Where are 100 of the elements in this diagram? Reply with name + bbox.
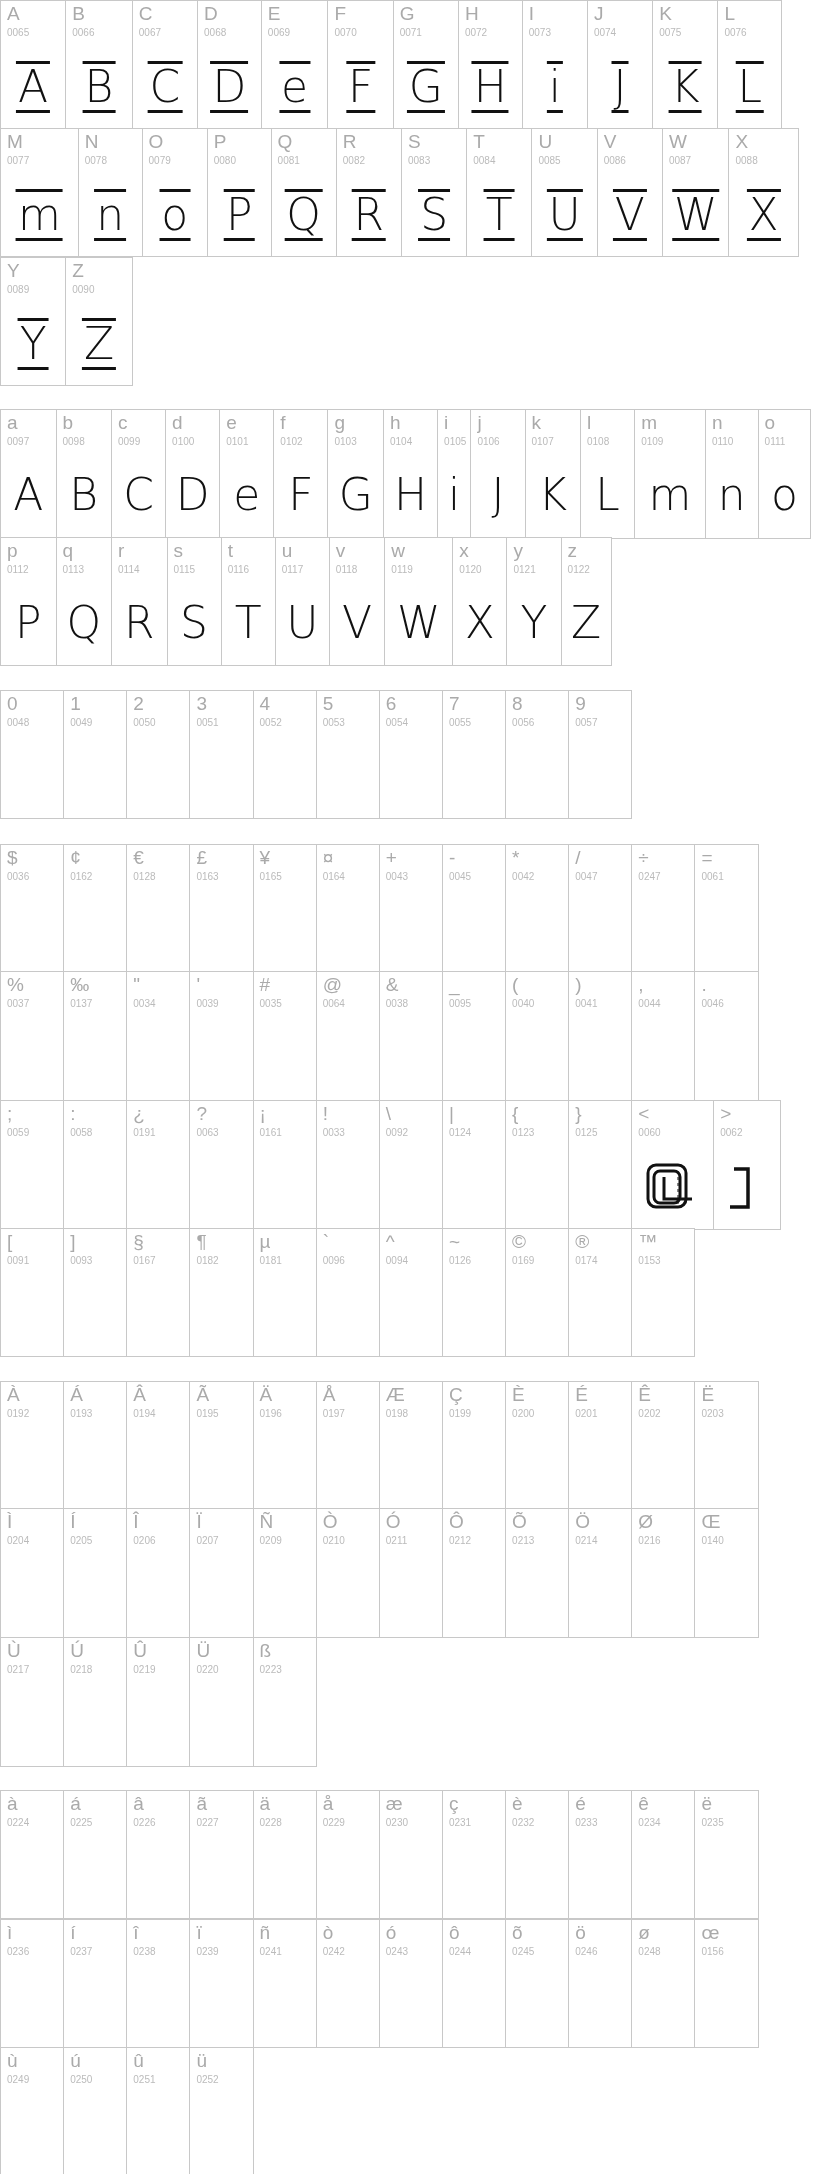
code-number: 0109 (641, 436, 664, 449)
code-number: 0199 (448, 1407, 472, 1420)
character-label: + (385, 846, 397, 869)
character-label: M (7, 130, 23, 153)
character-label: Q (277, 130, 293, 153)
character-label: J (593, 3, 604, 25)
code-number: 0035 (259, 998, 282, 1011)
character-label: \ (385, 1103, 392, 1126)
code-number: 0242 (322, 1946, 345, 1958)
code-number: 0062 (720, 1127, 743, 1140)
code-number: 0048 (7, 716, 30, 729)
code-number: 0223 (259, 1664, 282, 1677)
character-label: 2 (133, 692, 144, 715)
code-number: 0117 (281, 564, 304, 576)
code-number: 0207 (196, 1535, 219, 1548)
code-number: 0182 (196, 1255, 219, 1267)
character-label: 7 (448, 692, 460, 715)
code-number: 0206 (133, 1535, 156, 1548)
glyph-specimen: P (15, 600, 42, 646)
code-number: 0234 (638, 1816, 661, 1829)
character-label: R (342, 130, 357, 153)
character-label: S (408, 130, 421, 153)
glyph-specimen: A (13, 472, 44, 519)
code-number: 0051 (196, 716, 219, 729)
glyph-specimen: V (342, 600, 373, 646)
code-number: 0076 (724, 27, 747, 39)
code-number: 0085 (538, 154, 561, 167)
character-label: < (638, 1103, 650, 1126)
glyph-specimen: e (279, 61, 311, 113)
character-label: æ (385, 1792, 403, 1815)
code-number: 0074 (593, 27, 617, 39)
code-number: 0094 (385, 1255, 409, 1267)
character-label: } (575, 1103, 582, 1126)
code-number: 0039 (196, 998, 219, 1011)
code-number: 0238 (133, 1946, 156, 1958)
character-label: â (133, 1792, 144, 1815)
character-label: ã (196, 1792, 207, 1815)
code-number: 0046 (701, 998, 724, 1011)
character-label: § (133, 1231, 144, 1253)
character-label: Ö (575, 1511, 590, 1534)
code-number: 0090 (72, 283, 95, 296)
character-label: ò (322, 1922, 334, 1944)
code-number: 0042 (512, 870, 535, 883)
character-label: ‰ (70, 974, 90, 997)
glyph-specimen: Q (66, 600, 102, 646)
code-number: 0068 (204, 27, 227, 39)
glyph-specimen: K (538, 472, 568, 519)
code-number: 0087 (668, 154, 692, 167)
character-label: c (118, 412, 128, 435)
character-label: Û (133, 1640, 147, 1663)
character-label: Æ (385, 1383, 405, 1406)
character-label: | (448, 1103, 454, 1126)
code-number: 0210 (322, 1535, 345, 1548)
code-number: 0121 (513, 564, 536, 576)
character-label: & (385, 974, 399, 997)
code-number: 0232 (512, 1816, 535, 1829)
character-label: 4 (259, 692, 271, 715)
glyph-specimen: F (345, 61, 376, 113)
character-label: ! (322, 1103, 328, 1126)
character-label: œ (701, 1922, 720, 1944)
character-label: 3 (196, 692, 207, 715)
code-number: 0078 (84, 154, 107, 167)
character-label: Ò (322, 1511, 338, 1534)
code-number: 0088 (735, 154, 758, 167)
character-label: , (638, 974, 644, 997)
code-number: 0038 (385, 998, 409, 1011)
code-number: 0248 (638, 1946, 661, 1958)
character-label: Ó (385, 1511, 401, 1534)
character-label: m (641, 412, 657, 435)
code-number: 0169 (512, 1255, 535, 1267)
code-number: 0192 (7, 1407, 30, 1420)
character-label: l (587, 412, 592, 435)
code-number: 0036 (7, 870, 30, 883)
code-number: 0082 (342, 154, 366, 167)
code-number: 0124 (448, 1127, 472, 1140)
code-number: 0245 (512, 1946, 535, 1958)
code-number: 0091 (7, 1255, 30, 1267)
code-number: 0205 (70, 1535, 93, 1548)
character-label: # (259, 974, 271, 997)
code-number: 0040 (512, 998, 535, 1011)
code-number: 0067 (138, 27, 162, 39)
character-label: 9 (575, 692, 586, 715)
character-label: ; (7, 1103, 13, 1126)
glyph-specimen: T (234, 600, 262, 646)
character-label: ¤ (322, 846, 334, 869)
code-number: 0037 (7, 998, 30, 1011)
character-label: [ (7, 1231, 13, 1253)
code-number: 0079 (148, 154, 171, 167)
character-label: é (575, 1792, 586, 1815)
character-label: ø (638, 1922, 650, 1944)
character-label: Á (70, 1383, 83, 1406)
code-number: 0108 (587, 436, 610, 449)
character-label: ) (575, 974, 582, 997)
character-label: : (70, 1103, 76, 1126)
code-number: 0044 (638, 998, 661, 1011)
code-number: 0128 (133, 870, 156, 883)
code-number: 0125 (575, 1127, 598, 1140)
code-number: 0101 (226, 436, 249, 449)
character-label: Ç (448, 1383, 463, 1406)
character-label: ~ (448, 1231, 461, 1253)
